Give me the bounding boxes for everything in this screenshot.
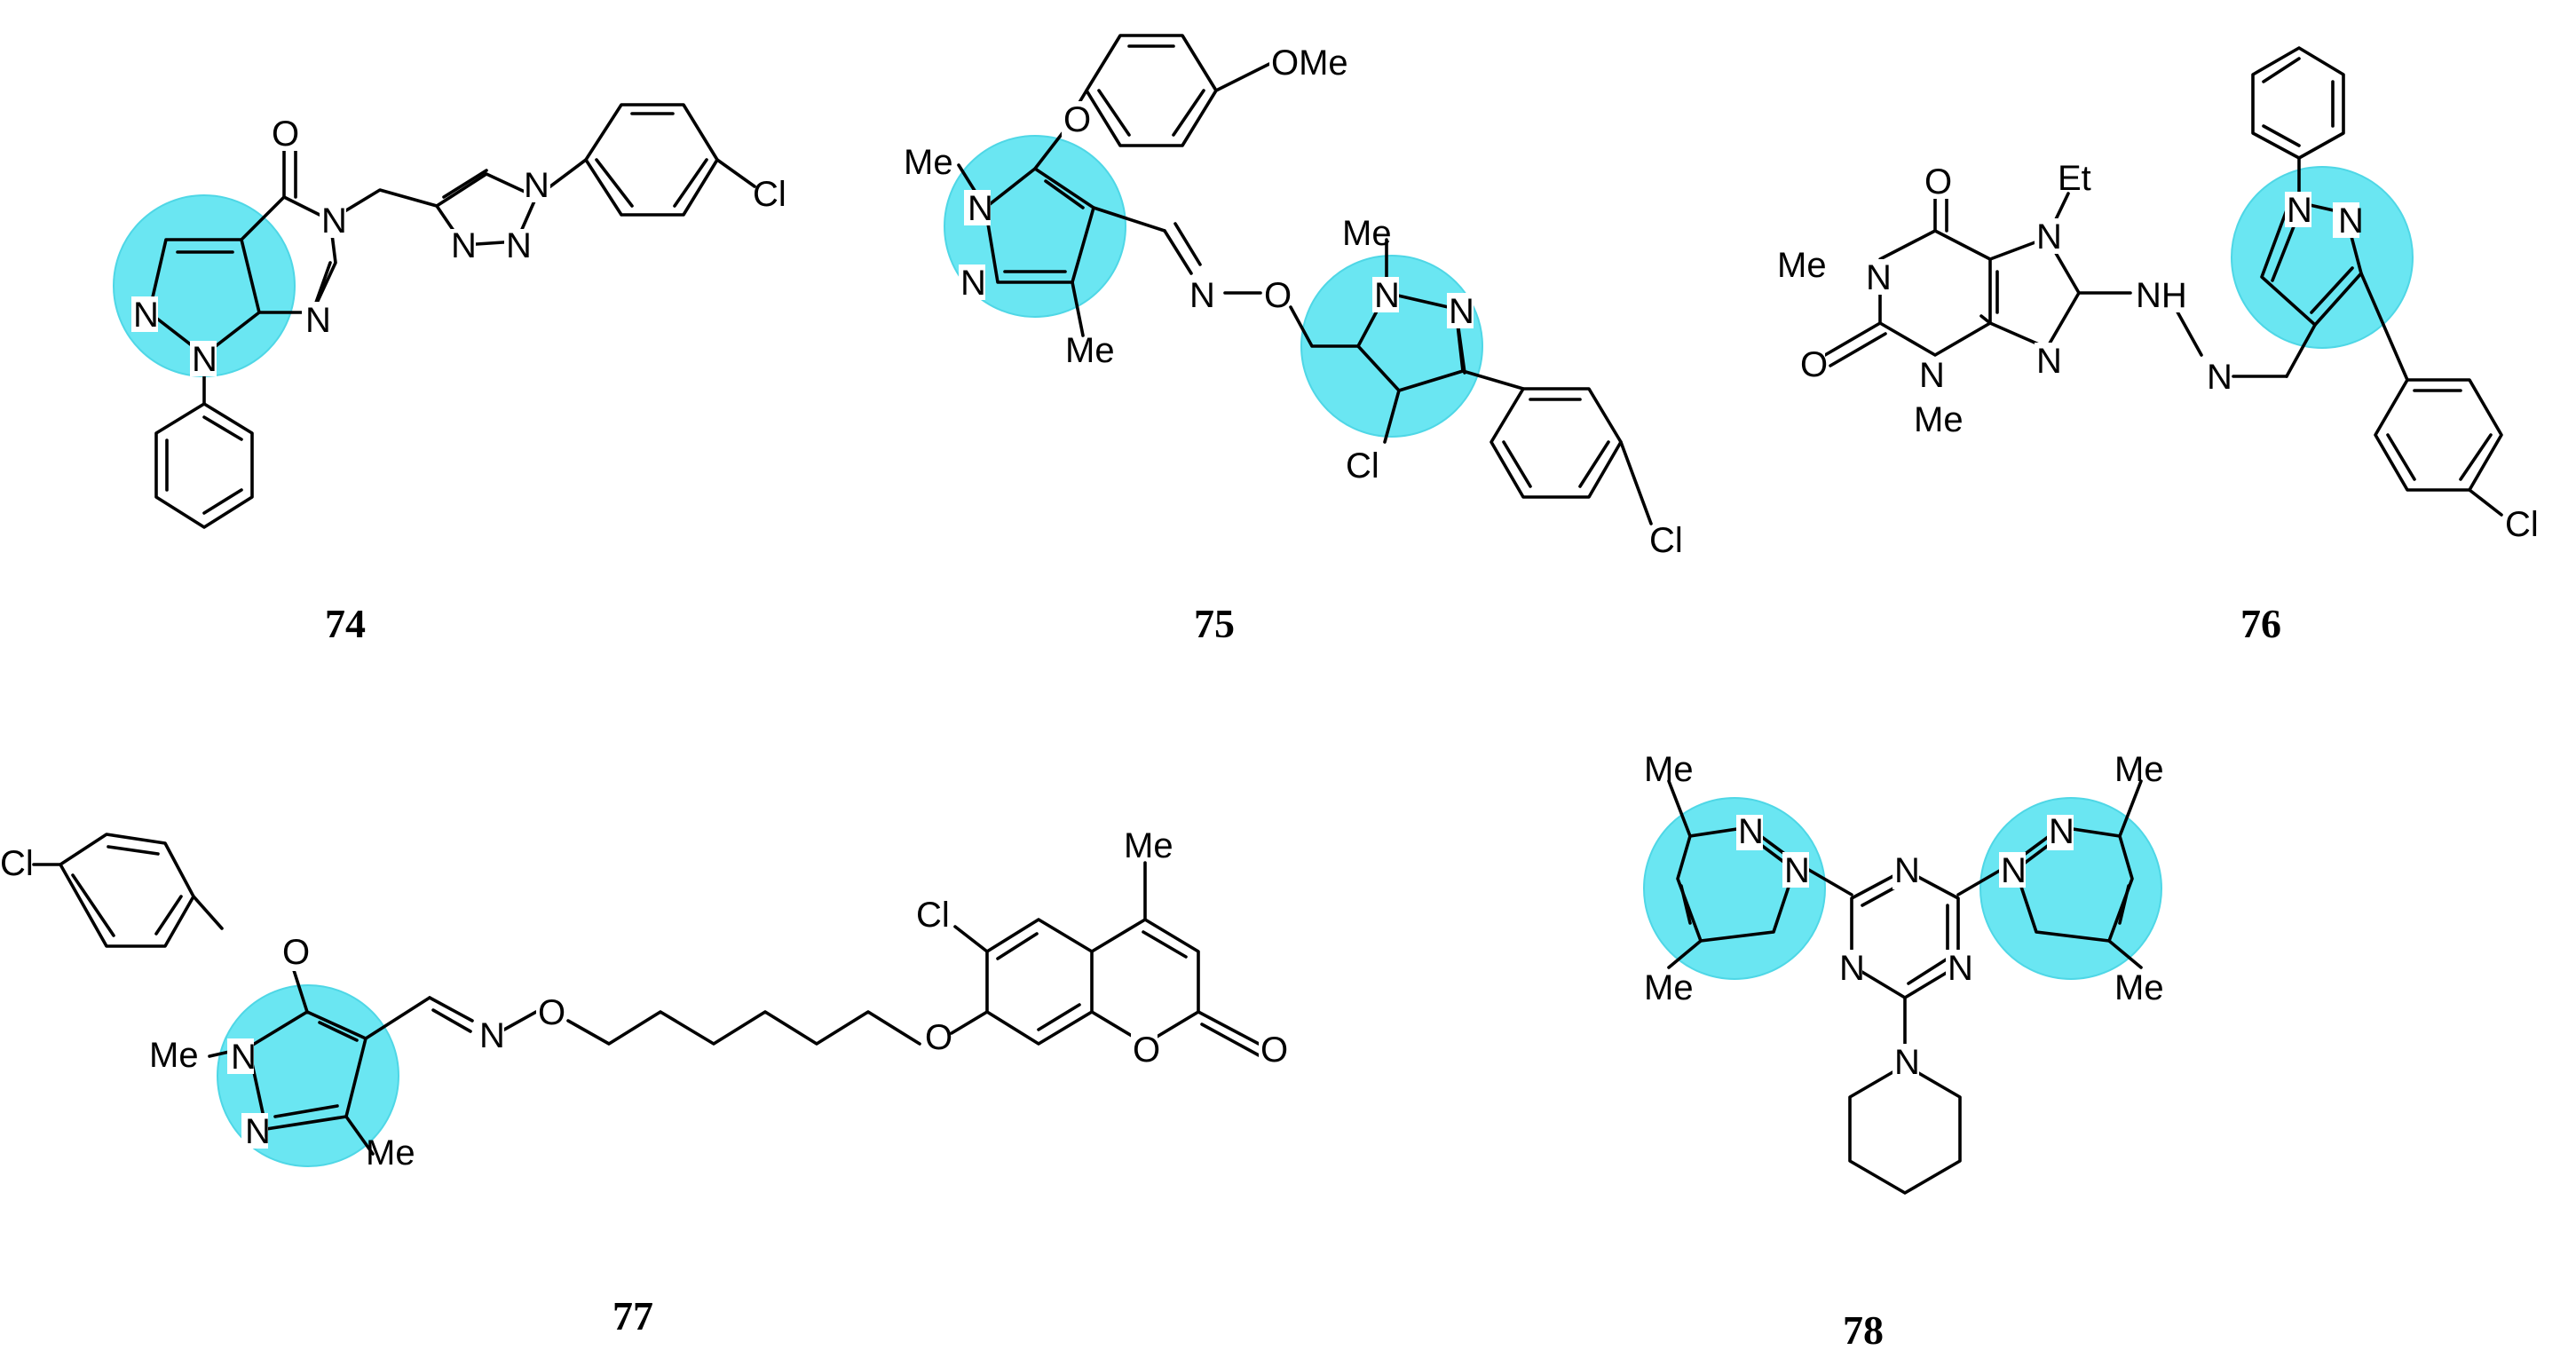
atom-Me: Me [1342,214,1392,253]
atom-N: N [2001,851,2027,890]
atom-N: N [321,201,347,241]
atom-Cl: Cl [0,844,34,883]
atom-N: N [506,226,532,265]
atom-O: O [925,1018,952,1057]
atom-Me: Me [366,1133,415,1173]
atom-Me: Me [1065,331,1115,370]
atom-N: N [524,166,549,205]
atom-Me: Me [904,143,953,182]
atom-Cl: Cl [916,896,950,935]
atom-N: N [1738,812,1764,851]
compound-75: OMe O Me N N Me N O Me N N Cl Cl 75 [904,34,1683,646]
atom-O: O [538,993,565,1032]
atom-N: N [1919,356,1945,395]
atom-Et: Et [2058,159,2091,198]
compound-label-76: 76 [2240,601,2281,646]
atom-O: O [1133,1030,1160,1070]
atom-N: N [1894,1043,1920,1082]
compound-78: Me Me Me Me N N N N N N N N 78 [1644,750,2164,1353]
compound-label-74: 74 [325,601,366,646]
atom-O: O [1924,162,1952,201]
atom-N: N [231,1038,257,1077]
atom-O: O [1063,100,1091,139]
atom-N: N [2036,217,2062,257]
atom-N: N [2207,358,2232,397]
atom-NH-H: NH [2136,276,2187,315]
atom-N: N [192,340,217,379]
atom-O: O [1800,345,1828,384]
atom-O: O [1260,1030,1288,1070]
highlight-75a [944,135,1126,318]
atom-N: N [2287,191,2312,230]
atom-N: N [451,226,477,265]
atom-N: N [1866,258,1892,297]
atom-N: N [1948,949,1973,988]
atom-O: O [1264,276,1292,315]
atom-N: N [968,189,993,228]
atom-N: N [305,301,331,340]
atom-N: N [479,1016,505,1055]
atom-Cl: Cl [2505,505,2539,544]
atom-Me: Me [2114,968,2164,1007]
atom-N: N [1189,276,1215,315]
atom-O: O [272,114,299,154]
compound-label-78: 78 [1843,1307,1884,1353]
atom-Me: Me [1914,400,1964,439]
atom-O: O [282,933,310,972]
atom-OMe: OMe [1271,43,1348,83]
highlight-78b [1979,797,2162,980]
compound-77: Cl O Me N N Me N O O Cl Me O O 77 [0,826,1288,1338]
atom-N: N [960,264,986,303]
atom-Me: Me [149,1036,199,1075]
atom-Me: Me [1644,968,1694,1007]
highlight-76 [2231,166,2414,349]
compound-76: O O Me N N Me N Et N NH N N N Cl 76 [1777,46,2539,646]
atom-Cl: Cl [1649,521,1683,560]
atom-Cl: Cl [753,175,786,214]
atom-Me: Me [2114,750,2164,789]
atom-N: N [1374,276,1400,315]
atom-N: N [245,1112,271,1151]
atom-N: N [2036,342,2062,381]
atom-N: N [1449,292,1474,331]
atom-N: N [2049,812,2074,851]
compound-label-75: 75 [1194,601,1235,646]
atom-Me: Me [1124,826,1173,865]
compound-74: O N N N N N N N Cl 74 [131,103,786,646]
atom-N: N [2338,201,2364,241]
atom-N: N [133,296,159,335]
atom-Me: Me [1644,750,1694,789]
atom-Me: Me [1777,246,1827,285]
compound-label-77: 77 [612,1293,653,1338]
highlight-75b [1300,255,1483,438]
atom-N: N [1894,851,1920,890]
atom-Cl: Cl [1346,446,1379,486]
atom-N: N [1784,851,1810,890]
atom-N: N [1839,949,1865,988]
